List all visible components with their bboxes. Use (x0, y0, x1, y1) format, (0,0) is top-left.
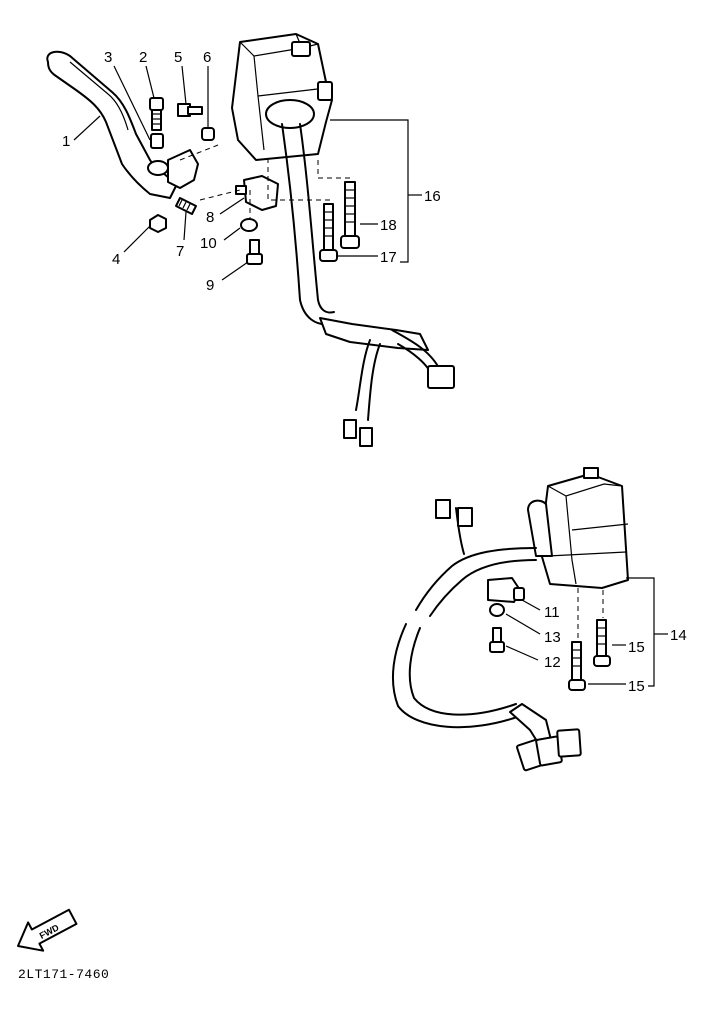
label-5: 5 (174, 49, 182, 66)
brake-switch-screw (489, 627, 505, 653)
forward-arrow-icon: FWD (16, 908, 78, 952)
label-16: 16 (424, 188, 441, 205)
pivot-bolt (149, 97, 164, 131)
label-6: 6 (203, 49, 211, 66)
left-switch-cable (281, 123, 331, 326)
leader-lines-right (505, 577, 668, 687)
label-2: 2 (139, 49, 147, 66)
right-housing-screw-a (593, 619, 611, 667)
label-15a: 15 (628, 639, 645, 656)
clutch-lever (46, 50, 177, 199)
right-housing-screw-b (568, 641, 586, 691)
front-brake-switch (487, 577, 525, 603)
switch-screw (246, 239, 263, 265)
housing-screw-long (340, 181, 360, 249)
housing-screw-short (319, 203, 338, 262)
label-10: 10 (200, 235, 217, 252)
locknut (201, 127, 215, 141)
spring-screw (175, 197, 197, 215)
label-3: 3 (104, 49, 112, 66)
label-4: 4 (112, 251, 120, 268)
right-switch-assembly (392, 467, 629, 772)
label-13: 13 (544, 629, 561, 646)
lever-holder (167, 149, 199, 189)
label-7: 7 (176, 243, 184, 260)
label-15b: 15 (628, 678, 645, 695)
adjust-screw (177, 103, 203, 117)
clutch-switch (235, 175, 279, 211)
label-9: 9 (206, 277, 214, 294)
catalog-code: 2LT171-7460 (18, 967, 109, 982)
lever-pivot (147, 160, 169, 176)
washer-right (489, 603, 505, 617)
leader-lines-left (73, 65, 422, 281)
label-8: 8 (206, 209, 214, 226)
label-14: 14 (670, 627, 687, 644)
pivot-nut (149, 214, 167, 233)
label-12: 12 (544, 654, 561, 671)
part-labels: 1 2 3 4 5 6 7 8 9 10 11 12 13 14 15 15 1… (62, 49, 687, 695)
right-switch-cable (415, 547, 537, 611)
label-18: 18 (380, 217, 397, 234)
left-switch-housing (231, 33, 333, 161)
label-11: 11 (544, 604, 560, 621)
right-switch-housing (539, 473, 629, 589)
label-17: 17 (380, 249, 397, 266)
collar (150, 133, 164, 149)
connector-a (427, 365, 455, 389)
washer (240, 218, 258, 232)
left-lever-assembly (46, 33, 455, 447)
label-1: 1 (62, 133, 70, 150)
